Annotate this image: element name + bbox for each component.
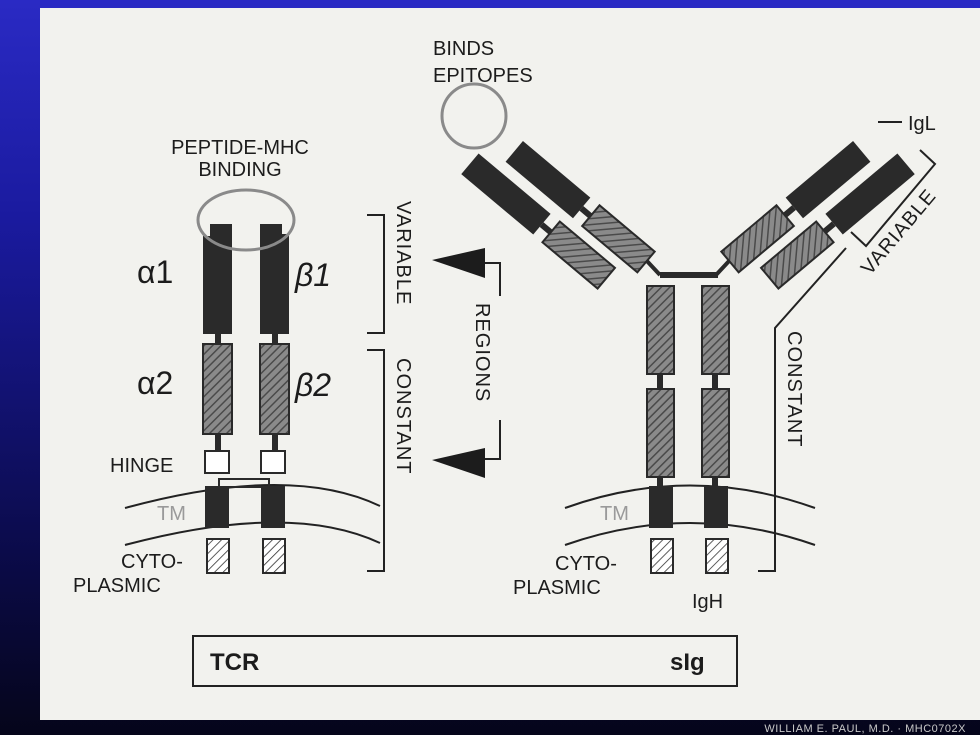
igl-label: IgL bbox=[908, 113, 936, 135]
fab-left-heavy-linker bbox=[579, 206, 593, 219]
binding-label: BINDING bbox=[198, 159, 281, 181]
igh-left-ch3 bbox=[646, 388, 675, 478]
igh-right-ch3 bbox=[701, 388, 730, 478]
tcr-membrane-bottom bbox=[124, 521, 381, 546]
cyto-right-label: CYTO- bbox=[555, 553, 617, 575]
fab-left-arm bbox=[461, 141, 657, 290]
igh-right-linker-1 bbox=[712, 374, 718, 388]
igh-left-ch2 bbox=[646, 285, 675, 375]
igh-right-neck bbox=[714, 258, 732, 277]
alpha-tm bbox=[205, 486, 229, 528]
fab-left-heavy-constant bbox=[580, 203, 657, 274]
constant-right-label: CONSTANT bbox=[783, 331, 805, 448]
beta2-domain bbox=[259, 343, 290, 435]
hinge-label: HINGE bbox=[110, 455, 173, 477]
variable-right-bracket bbox=[850, 149, 937, 248]
epitopes-label: EPITOPES bbox=[433, 65, 533, 87]
igh-right-linker-2 bbox=[712, 477, 718, 486]
regions-bracket bbox=[485, 262, 501, 460]
alpha-hinge-linker bbox=[215, 434, 221, 450]
tcr-membrane-top bbox=[124, 484, 381, 509]
beta-hinge bbox=[260, 450, 286, 474]
alpha2-domain bbox=[202, 343, 233, 435]
igh-right-cyto bbox=[705, 538, 729, 574]
igh-left-linker-2 bbox=[657, 477, 663, 486]
legend-frame bbox=[192, 635, 738, 687]
igh-left-linker-1 bbox=[657, 374, 663, 388]
fab-left-light-linker bbox=[539, 222, 553, 235]
fab-left-heavy-variable bbox=[505, 141, 591, 219]
epitope-binding-circle bbox=[440, 82, 508, 150]
plasmic-left-label: PLASMIC bbox=[73, 575, 161, 597]
beta-tm bbox=[261, 486, 285, 528]
alpha-linker bbox=[215, 334, 221, 344]
beta1-label: β1 bbox=[294, 257, 331, 293]
alpha-hinge bbox=[204, 450, 230, 474]
constant-left-label: CONSTANT bbox=[392, 358, 414, 475]
peptide-mhc-binding-circle bbox=[196, 188, 296, 252]
fab-right-heavy-variable bbox=[785, 141, 871, 219]
fab-right-heavy-linker bbox=[782, 205, 796, 218]
igh-left-tm bbox=[649, 486, 673, 528]
beta-linker bbox=[272, 334, 278, 344]
beta1-domain bbox=[260, 224, 289, 334]
regions-label: REGIONS bbox=[471, 303, 493, 402]
sig-membrane-top bbox=[564, 484, 816, 509]
variable-left-label: VARIABLE bbox=[392, 201, 414, 305]
sig-hinge-bond bbox=[660, 272, 718, 278]
fab-right-arm bbox=[719, 141, 915, 290]
igh-left-cyto bbox=[650, 538, 674, 574]
tcr-molecule: PEPTIDE-MHC BINDING α1 α2 β1 β2 HINGE TM… bbox=[73, 137, 501, 597]
igh-right-tm bbox=[704, 486, 728, 528]
fab-right-heavy-constant bbox=[719, 203, 796, 274]
igh-left-neck bbox=[644, 258, 662, 277]
constant-bracket bbox=[367, 349, 385, 572]
alpha-cyto bbox=[206, 538, 230, 574]
tcr-disulfide-bond bbox=[218, 478, 270, 488]
plasmic-right-label: PLASMIC bbox=[513, 577, 601, 599]
credit-text: WILLIAM E. PAUL, M.D. · MHC0702X bbox=[764, 723, 966, 735]
fab-left-light-constant bbox=[541, 220, 617, 290]
beta-hinge-linker bbox=[272, 434, 278, 450]
variable-arrow-icon bbox=[432, 248, 485, 278]
slide-canvas: PEPTIDE-MHC BINDING α1 α2 β1 β2 HINGE TM… bbox=[40, 8, 980, 720]
variable-bracket bbox=[367, 214, 385, 334]
tm-right-label: TM bbox=[600, 503, 629, 525]
legend-box: TCR sIg bbox=[192, 635, 738, 687]
fab-right-light-variable bbox=[825, 153, 915, 235]
binds-label: BINDS bbox=[433, 38, 494, 60]
cyto-left-label: CYTO- bbox=[121, 551, 183, 573]
sig-title: sIg bbox=[670, 649, 705, 676]
beta2-label: β2 bbox=[294, 367, 331, 403]
alpha1-label: α1 bbox=[137, 254, 173, 290]
fab-right-light-linker bbox=[822, 221, 836, 234]
alpha1-body bbox=[203, 236, 232, 334]
igh-right-ch2 bbox=[701, 285, 730, 375]
alpha2-label: α2 bbox=[137, 365, 173, 401]
beta-cyto bbox=[262, 538, 286, 574]
peptide-mhc-label: PEPTIDE-MHC bbox=[171, 137, 309, 159]
fab-right-light-constant bbox=[759, 220, 835, 290]
constant-right-bracket bbox=[758, 247, 847, 572]
receptor-diagram: PEPTIDE-MHC BINDING α1 α2 β1 β2 HINGE TM… bbox=[73, 38, 941, 687]
tm-left-label: TM bbox=[157, 503, 186, 525]
sig-molecule: BINDS EPITOPES IgL VARIABLE CONSTANT TM … bbox=[433, 38, 941, 613]
sig-membrane-bottom bbox=[564, 522, 816, 546]
tcr-title: TCR bbox=[210, 649, 259, 676]
constant-arrow-icon bbox=[432, 448, 485, 478]
igh-label: IgH bbox=[692, 591, 723, 613]
fab-left-light-variable bbox=[461, 153, 551, 235]
